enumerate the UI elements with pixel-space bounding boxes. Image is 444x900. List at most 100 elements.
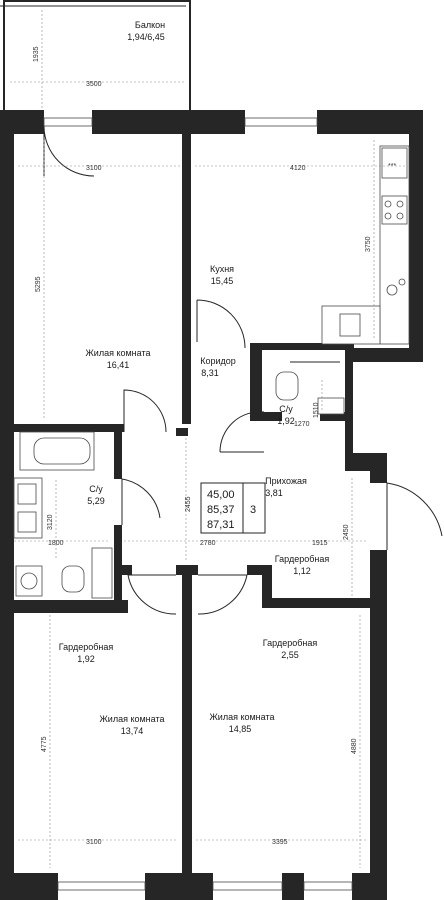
inner-walls	[14, 134, 370, 873]
room-area-closet-mid: 1,12	[293, 566, 311, 576]
dim-living1-width: 3100	[86, 165, 102, 172]
dim-living3-width: 3395	[272, 839, 288, 846]
room-area-living3: 14,85	[229, 724, 252, 734]
outer-walls	[0, 110, 423, 900]
right-wall-upper	[409, 110, 423, 362]
window-living3a	[212, 881, 283, 891]
left-wall	[0, 110, 14, 900]
room-area-living2: 13,74	[121, 726, 144, 736]
wall-wc-bottom-left	[250, 412, 282, 421]
toilet-bath	[61, 565, 85, 593]
wall-closet-mid-top	[247, 565, 271, 575]
dim-wc-small-width: 1270	[294, 421, 310, 428]
wall-kitchen-bottom-inner	[254, 343, 354, 350]
dim-bath-height: 3120	[47, 514, 54, 530]
balcony	[0, 0, 191, 110]
bath-sink-1	[17, 483, 37, 505]
doors[interactable]	[43, 125, 443, 615]
dim-hall-height: 2450	[343, 524, 350, 540]
area-summary: 45,00 85,37 87,31 3	[200, 482, 266, 534]
top-wall-right	[317, 110, 423, 134]
door-living3[interactable]	[197, 574, 248, 615]
right-wall-lower	[370, 550, 387, 900]
wall-bath-right-lower	[114, 525, 122, 605]
bath-cabinet	[91, 547, 113, 599]
wall-bath-right-upper	[114, 424, 122, 479]
window-living2	[57, 881, 146, 891]
area-living-value: 45,00	[207, 489, 235, 501]
burner-icon	[396, 212, 404, 220]
top-wall-middle	[92, 110, 245, 134]
bottom-wall-left	[0, 873, 58, 900]
bottom-wall-mid2	[282, 873, 304, 900]
balcony-rail-right	[189, 0, 191, 110]
door-living2[interactable]	[127, 574, 177, 615]
fridge-icon: ***	[388, 163, 396, 170]
dim-living3-height: 4880	[351, 738, 358, 754]
wall-middle-top	[176, 565, 198, 575]
room-area-closet-left: 1,92	[77, 654, 95, 664]
dim-corridor-height: 2455	[185, 496, 192, 512]
entrance-jamb-top	[370, 453, 387, 483]
dim-living2-height: 4775	[41, 736, 48, 752]
wall-corridor-jamb	[176, 428, 188, 436]
kitchen-bottom-wall	[345, 348, 423, 362]
room-area-kitchen: 15,45	[211, 276, 234, 286]
window-living3b	[303, 881, 353, 891]
room-name-living1: Жилая комната	[85, 348, 150, 358]
bottom-wall-right	[352, 873, 387, 900]
room-area-bath: 5,29	[87, 496, 105, 506]
wall-living2-living3	[182, 565, 192, 873]
window-kitchen	[244, 117, 318, 127]
bottom-wall-middle	[145, 873, 213, 900]
room-name-kitchen: Кухня	[210, 264, 234, 274]
rooms-count-value: 3	[250, 504, 256, 516]
door-entrance[interactable]	[386, 482, 443, 550]
kitchen-counter	[379, 145, 410, 345]
dim-balcony-width: 3500	[86, 81, 102, 88]
room-area-living1: 16,41	[107, 360, 130, 370]
washing-machine-drum-icon	[20, 572, 38, 590]
wall-wc-bottom-right	[320, 412, 353, 421]
wall-closet-mid-left	[262, 565, 272, 605]
room-area-closet-right: 2,55	[281, 650, 299, 660]
burner-icon	[384, 200, 392, 208]
room-area-wc-small: 1,92	[277, 416, 295, 426]
hall-right-wall	[345, 348, 353, 453]
burner-icon	[384, 212, 392, 220]
wall-living2-top	[14, 605, 128, 613]
room-name-living3: Жилая комната	[209, 712, 274, 722]
door-kitchen[interactable]	[196, 299, 246, 349]
room-area-hall: 3,81	[265, 488, 283, 498]
dim-living2-width: 3100	[86, 839, 102, 846]
dim-balcony-height: 1935	[33, 46, 40, 62]
toilet-small	[275, 371, 299, 401]
bath-sink-2	[17, 511, 37, 533]
area-with-balcony-value: 87,31	[207, 519, 235, 531]
door-bath[interactable]	[121, 478, 161, 525]
dim-corridor-width: 2780	[200, 540, 216, 547]
room-name-balcony: Балкон	[135, 20, 165, 30]
bathtub-inner	[33, 437, 91, 465]
room-name-corridor: Коридор	[200, 356, 236, 366]
door-living1[interactable]	[123, 389, 167, 433]
dim-wc-small-height: 1510	[313, 402, 320, 418]
wall-closet-mid-bottom	[262, 598, 370, 608]
balcony-rail-top	[3, 0, 191, 2]
wall-living1-kitchen	[182, 134, 191, 424]
dim-kitchen-width: 4120	[290, 165, 306, 172]
dim-hall-width: 1915	[312, 540, 328, 547]
window-living1	[43, 117, 93, 127]
room-area-balcony: 1,94/6,45	[127, 32, 165, 42]
door-balcony[interactable]	[43, 125, 95, 177]
fridge	[381, 147, 408, 179]
room-name-wc-small: С/у	[279, 404, 293, 414]
sink-small	[317, 397, 345, 415]
room-name-closet-left: Гардеробная	[59, 642, 114, 652]
dim-bath-width: 1800	[48, 540, 64, 547]
room-name-bath: С/у	[89, 484, 103, 494]
dim-living1-height: 5295	[35, 276, 42, 292]
balcony-rail-left	[3, 0, 5, 110]
door-wc-small[interactable]	[219, 411, 265, 453]
